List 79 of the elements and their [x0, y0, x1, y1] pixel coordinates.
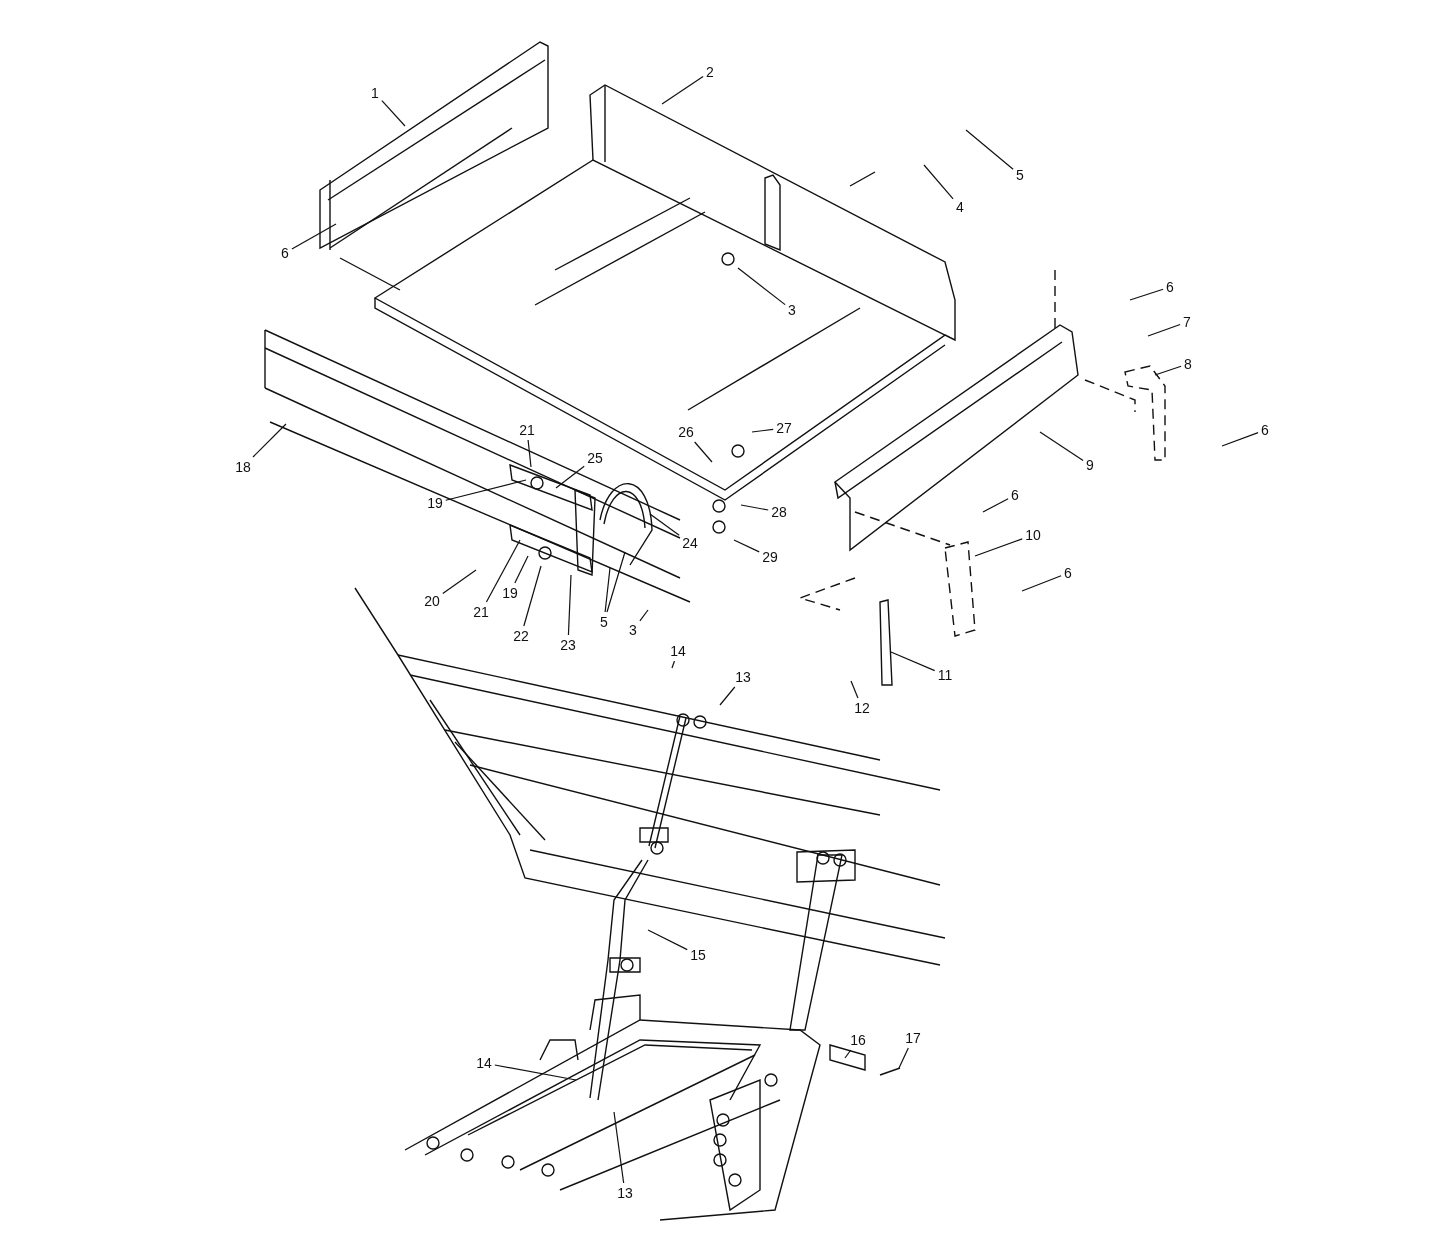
callout-number: 19: [426, 495, 444, 511]
callout-number: 22: [512, 628, 530, 644]
callout-number: 13: [616, 1185, 634, 1201]
callout-number: 9: [1085, 457, 1095, 473]
leader-line: [639, 609, 649, 622]
leader-line: [965, 129, 1014, 170]
callout-number: 3: [628, 622, 638, 638]
callout-number: 25: [586, 450, 604, 466]
callout-number: 5: [1015, 167, 1025, 183]
leader-line: [733, 539, 760, 553]
callout-number: 10: [1024, 527, 1042, 543]
callout-number: 20: [423, 593, 441, 609]
leader-line: [442, 569, 477, 594]
leader-line: [1147, 323, 1181, 337]
leader-line: [523, 565, 542, 627]
callout-number: 5: [599, 614, 609, 630]
callout-number: 6: [1165, 279, 1175, 295]
callout-number: 4: [955, 199, 965, 215]
leader-line: [604, 567, 611, 613]
callout-number: 28: [770, 504, 788, 520]
leader-line: [661, 76, 704, 105]
callout-number: 8: [1183, 356, 1193, 372]
leader-line: [694, 441, 713, 463]
callout-number: 7: [1182, 314, 1192, 330]
leader-line: [719, 686, 736, 706]
callout-number: 6: [280, 245, 290, 261]
leader-line: [1221, 431, 1259, 447]
leader-line: [850, 680, 859, 699]
leader-line: [291, 223, 337, 250]
callout-number: 6: [1063, 565, 1073, 581]
callout-number: 29: [761, 549, 779, 565]
leader-line: [671, 660, 676, 669]
leader-line: [1154, 365, 1182, 376]
leader-line: [527, 439, 532, 468]
leader-line: [613, 1111, 625, 1184]
callout-number: 12: [853, 700, 871, 716]
callout-number: 23: [559, 637, 577, 653]
leader-line: [252, 423, 287, 458]
leader-line: [982, 498, 1009, 513]
leader-line: [494, 1064, 577, 1081]
leader-line: [898, 1047, 909, 1069]
leader-line: [844, 1049, 852, 1059]
leader-line: [1129, 288, 1164, 301]
callout-number: 17: [904, 1030, 922, 1046]
callout-number: 16: [849, 1032, 867, 1048]
leader-line: [751, 428, 774, 433]
leader-line: [890, 651, 936, 672]
leader-line: [514, 555, 529, 584]
callout-number: 2: [705, 64, 715, 80]
callout-number: 11: [936, 667, 954, 683]
leader-line: [606, 551, 626, 613]
callout-number: 18: [234, 459, 252, 475]
leader-line: [923, 164, 954, 200]
leader-line: [740, 504, 769, 511]
leader-line: [737, 267, 786, 306]
callout-number: 21: [472, 604, 490, 620]
callout-number: 13: [734, 669, 752, 685]
callout-number: 21: [518, 422, 536, 438]
callout-number: 15: [689, 947, 707, 963]
callout-number: 27: [775, 420, 793, 436]
leader-line: [567, 574, 572, 636]
callout-number: 26: [677, 424, 695, 440]
callout-number: 1: [370, 85, 380, 101]
leader-line: [555, 465, 585, 489]
callout-number: 3: [787, 302, 797, 318]
leader-line: [1039, 431, 1084, 462]
leader-line: [647, 929, 688, 951]
leader-line: [485, 539, 521, 603]
callout-number: 14: [475, 1055, 493, 1071]
leader-line: [445, 479, 527, 501]
leader-line: [1021, 575, 1062, 592]
callout-number: 6: [1260, 422, 1270, 438]
callout-number: 6: [1010, 487, 1020, 503]
leader-line: [381, 100, 406, 127]
callout-number: 14: [669, 643, 687, 659]
leader-line: [974, 538, 1023, 557]
leader-line: [649, 513, 680, 536]
callout-number: 19: [501, 585, 519, 601]
callout-number: 24: [681, 535, 699, 551]
